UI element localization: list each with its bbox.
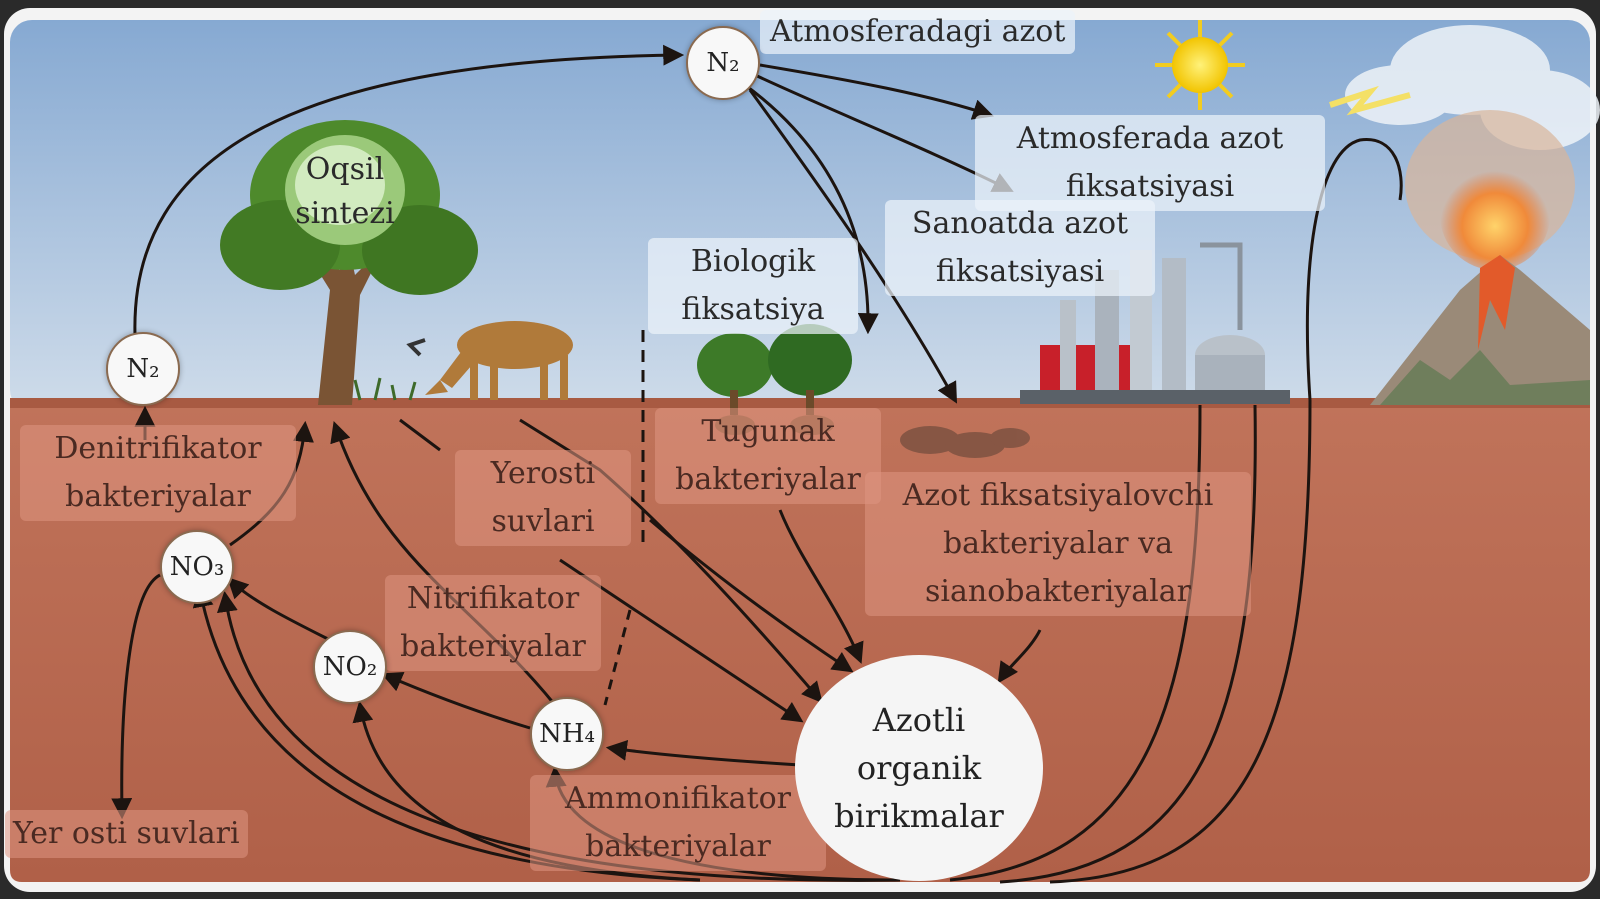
arrow-nodule-to-organic [778, 509, 864, 664]
node-no2-label: NO₂ [322, 652, 378, 682]
node-no2: NO₂ [313, 630, 387, 704]
arrow-factory-down-2 [999, 404, 1257, 884]
node-n2-left: N₂ [106, 332, 180, 406]
factory-icon [1020, 242, 1290, 404]
label-atmosphere-n2: Atmosferadagi azot [760, 10, 1076, 54]
arrow-biological-to-organic [649, 518, 854, 673]
label-industrial-fixation: Sanoatda azot fiksatsiyasi [885, 200, 1155, 296]
label-fixing-bacteria: Azot fiksatsiyalovchi bakteriyalar va si… [865, 472, 1251, 616]
arrow-atmosphere-to-soil [748, 89, 958, 404]
tree-icon [220, 120, 478, 405]
arrow-volcano-loop [1305, 138, 1403, 401]
label-groundwater: Yer osti suvlari [5, 810, 248, 858]
label-surface-water: Yerosti suvlari [455, 450, 631, 546]
node-no3: NO₃ [160, 530, 234, 604]
arrow-denitrification-to-atmosphere [133, 44, 685, 336]
label-nodule-bacteria: Tugunak bakteriyalar [655, 408, 881, 504]
volcano-icon [1370, 110, 1590, 405]
organic-compounds-circle: Azotli organik birikmalar [795, 655, 1043, 881]
label-ammonifying-bacteria: Ammonifikator bakteriyalar [530, 775, 826, 871]
node-nh4: NH₄ [530, 697, 604, 771]
bacteria-patch-icon [900, 426, 1030, 458]
ground-line [10, 398, 1590, 408]
arrow-volcano-down [1049, 399, 1312, 884]
label-biological-fixation: Biologik fiksatsiya [648, 238, 858, 334]
arrow-tree-down [399, 418, 441, 452]
node-n2-top: N₂ [686, 26, 760, 100]
arrow-atmosphere-to-fixation [759, 63, 994, 120]
arrow-return-no3 [192, 585, 701, 882]
arrow-nitrifier-dashed [603, 609, 632, 706]
arrow-no2-to-no3 [227, 577, 331, 642]
node-nh4-label: NH₄ [539, 719, 595, 749]
deer-icon [406, 321, 573, 400]
grass-icon [353, 377, 417, 401]
arrow-return-no2 [352, 700, 701, 882]
arrow-atmosphere-to-biological [744, 83, 879, 335]
arrow-fixing-to-organic [997, 629, 1042, 684]
label-denitrifying-bacteria: Denitrifikator bakteriyalar [20, 425, 296, 521]
sun-icon [1155, 20, 1245, 110]
node-n2-top-label: N₂ [706, 48, 740, 78]
node-n2-left-label: N₂ [126, 354, 160, 384]
lightning-icon [1329, 85, 1411, 116]
label-protein-synthesis: Oqsil sintezi [295, 152, 395, 231]
node-no3-label: NO₃ [169, 552, 225, 582]
label-atmospheric-fixation: Atmosferada azot fiksatsiyasi [975, 115, 1325, 211]
arrow-nh4-to-no2 [381, 671, 531, 730]
arrow-organic-to-nh4 [605, 739, 801, 767]
label-organic-compounds: Azotli organik birikmalar [834, 701, 1004, 835]
label-nitrifying-bacteria: Nitrifikator bakteriyalar [385, 575, 601, 671]
arrow-no3-to-groundwater [111, 573, 161, 820]
